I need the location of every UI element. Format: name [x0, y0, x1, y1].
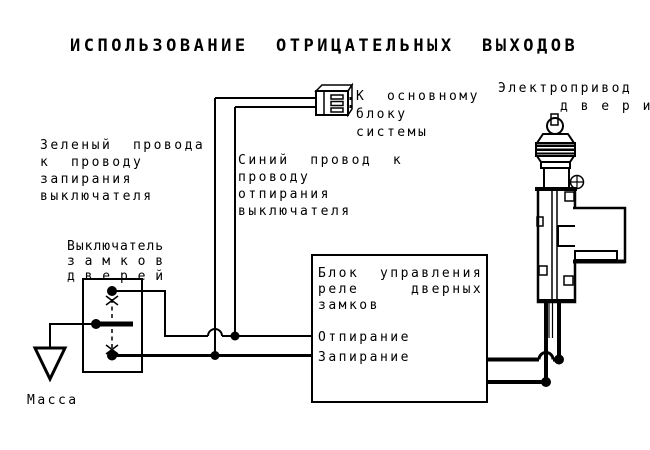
ground-icon: [32, 346, 68, 383]
control-block-title: Блок управления реле дверных замков: [318, 266, 484, 313]
junction-blue-unlock: [230, 331, 240, 341]
actuator-label: Электропривод д в е р и: [498, 81, 650, 114]
control-block-box: [311, 254, 488, 403]
diagram-title: ИСПОЛЬЗОВАНИЕ ОТРИЦАТЕЛЬНЫХ ВЫХОДОВ: [70, 36, 579, 56]
main-unit-connector-icon: [314, 82, 354, 118]
control-block-output-lock: Запирание: [318, 350, 411, 365]
connector-label: К основному блоку системы: [356, 89, 480, 140]
door-lock-switch-label: Выключатель з а м к о в д в е р е й: [67, 239, 165, 284]
junction-green-lock: [210, 351, 220, 360]
unlock-line-hop: [207, 328, 223, 337]
switch-arrow-top: [105, 295, 119, 306]
blue-wire-label: Синий провод к проводу отпирания выключа…: [238, 153, 404, 219]
junction-actuator-left: [541, 377, 551, 387]
switch-common-terminal: [91, 319, 101, 329]
green-wire-label: Зеленый провода к проводу запирания выкл…: [40, 138, 206, 204]
ground-label: Масса: [27, 393, 79, 408]
unlock-line-left: [112, 290, 208, 337]
door-actuator-icon: [535, 113, 627, 338]
junction-actuator-right: [554, 354, 564, 365]
control-block-output-unlock: Отпирание: [318, 330, 411, 345]
wires-thick: [487, 302, 561, 384]
actuator-plunger: [548, 302, 554, 338]
ground-wire: [49, 323, 96, 348]
switch-bottom-terminal: [107, 350, 117, 361]
junction-dots: [91, 286, 564, 387]
switch-top-terminal: [107, 286, 117, 296]
